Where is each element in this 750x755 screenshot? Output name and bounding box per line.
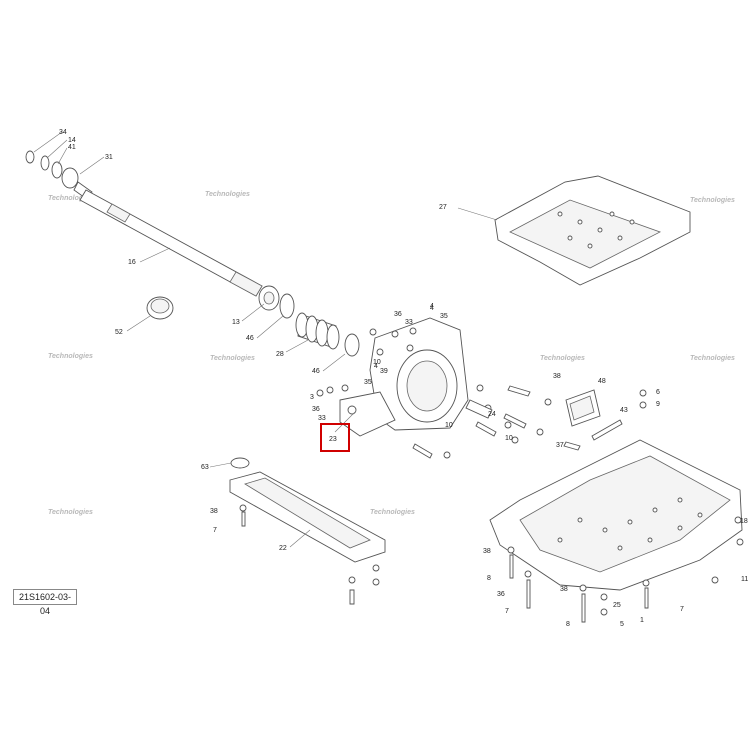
callout-8: 8 [566,621,570,628]
pump-housing-assembly [339,317,469,437]
callout-28: 28 [276,351,284,358]
callout-38: 38 [210,508,218,515]
callout-35: 35 [440,313,448,320]
callout-10: 10 [505,435,513,442]
part-48-bracket [565,389,601,427]
skid-hardware [507,516,744,623]
callout-38: 38 [483,548,491,555]
callout-38: 38 [560,586,568,593]
callout-33: 33 [318,415,326,422]
callout-39: 39 [380,368,388,375]
callout-41: 41 [68,144,76,151]
part-16-drive-shaft [79,189,263,297]
part-31-coupler [61,167,93,201]
watermark: Technologies [48,195,93,202]
callout-5: 5 [620,621,624,628]
callout-52: 52 [115,329,123,336]
part-27-ride-plate [494,175,691,286]
part-52-cap [146,296,174,320]
watermark: Technologies [48,353,93,360]
callout-43: 43 [620,407,628,414]
callout-10: 10 [445,422,453,429]
callout-27: 27 [439,204,447,211]
svg-text:Technologies: Technologies [690,197,735,204]
callout-4: 4 [374,363,378,370]
part-46-clamp-lower [344,333,360,357]
watermark: Technologies [48,509,93,516]
highlight-box [320,423,350,452]
drive-shaft-assembly [25,150,360,357]
hardware-group-center [316,327,552,459]
part-43-rod [591,419,623,441]
leader-lines [33,131,498,548]
callout-14: 14 [68,137,76,144]
part-22-rail-plate [229,471,386,563]
callout-36: 36 [497,591,505,598]
callout-4: 4 [430,305,434,312]
callout-7: 7 [680,606,684,613]
callout-36: 36 [312,406,320,413]
callout-11: 11 [741,576,748,583]
callout-33: 33 [405,319,413,326]
callout-18: 18 [740,518,748,525]
part-14-ring [40,155,50,171]
svg-text:Technologies: Technologies [205,191,250,198]
callout-23: 23 [329,436,337,443]
svg-text:Technologies: Technologies [48,195,93,202]
callout-37: 37 [556,442,564,449]
callout-4: 4 [430,303,434,310]
callout-6: 6 [656,389,660,396]
callout-46: 46 [312,368,320,375]
watermark: Technologies [370,509,415,516]
callout-36: 36 [394,311,402,318]
callout-63: 63 [201,464,209,471]
callout-16: 16 [128,259,136,266]
callout-7: 7 [213,527,217,534]
callout-31: 31 [105,154,113,161]
part-13-bearing [258,285,280,311]
watermark: Technologies [690,355,735,362]
watermark: Technologies [205,191,250,198]
part-63-plug [230,457,250,469]
callout-8: 8 [487,575,491,582]
callout-7: 7 [505,608,509,615]
callout-1: 1 [640,617,644,624]
svg-text:Technologies: Technologies [690,355,735,362]
callout-22: 22 [279,545,287,552]
part-28-boot [295,312,340,350]
callout-10: 10 [373,359,381,366]
svg-text:Technologies: Technologies [370,509,415,516]
callout-4: 3 [310,394,314,401]
watermark: Technologies [690,197,735,204]
skid-plate-frame [489,439,743,591]
callout-24: 24 [488,411,496,418]
callout-46: 46 [246,335,254,342]
watermark: Technologies [540,355,585,362]
callouts: 34 14 41 31 16 52 13 46 28 46 36 33 4 35… [59,129,748,628]
svg-text:Technologies: Technologies [210,355,255,362]
callout-13: 13 [232,319,240,326]
callout-35: 35 [364,379,372,386]
part-37-stud [563,441,581,451]
callout-34: 34 [59,129,67,136]
svg-text:Technologies: Technologies [48,509,93,516]
hardware-6-9 [639,389,647,409]
part-46-clamp [279,293,295,319]
plate-22-hardware [239,504,380,605]
reference-code-label: 21S1602-03-04 [13,589,77,616]
part-41-ring [51,161,63,179]
callout-25: 25 [613,602,621,609]
watermark: Technologies [210,355,255,362]
callout-48: 48 [598,378,606,385]
svg-text:Technologies: Technologies [48,353,93,360]
callout-9: 9 [656,401,660,408]
callout-38: 38 [553,373,561,380]
svg-text:Technologies: Technologies [540,355,585,362]
part-34-washer [25,150,35,164]
